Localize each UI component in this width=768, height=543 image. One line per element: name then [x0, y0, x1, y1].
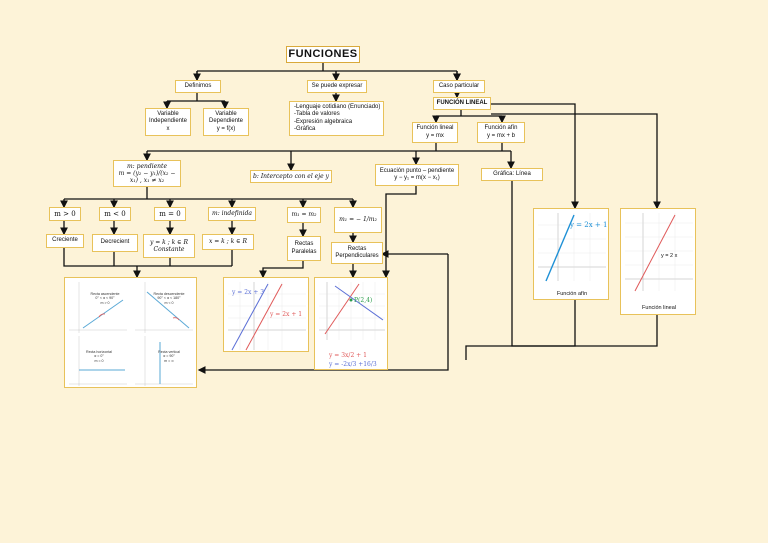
node-m-positiva: m > 0 [49, 207, 81, 221]
node-se-puede-expresar: Se puede expresar [307, 80, 367, 93]
node-creciente: Creciente [46, 234, 84, 248]
node-vertical: x = k ; k ∈ R [202, 234, 254, 250]
node-expresar-list: -Lenguaje cotidiano (Enunciado) -Tabla d… [289, 101, 384, 136]
label-asc: Recta ascendente 0° < α < 90° m > 0 [90, 292, 120, 305]
line-parallel-2 [245, 283, 283, 351]
node-variable-dependiente: Variable Dependiente y = f(x) [203, 108, 249, 136]
node-constante: y = k ; k ∈ R Constante [143, 234, 195, 258]
label-vert: Recta vertical α = 90° m = ∞ [158, 350, 180, 363]
node-grafica-linea: Gráfica: Línea [481, 168, 543, 181]
caption-lineal: Función lineal [642, 305, 676, 311]
node-m-indefinida: m: indefinida [208, 207, 256, 221]
eq-lineal: y = 2 x [661, 253, 678, 259]
node-m-cero: m = 0 [154, 207, 186, 221]
title-funciones: FUNCIONES [286, 46, 360, 63]
node-intercepto: b: Intercepto con el eje y [250, 170, 332, 183]
line-parallel-1 [231, 283, 269, 351]
node-funcion-afin: Función afín y = mx + b [477, 122, 525, 143]
node-punto-pendiente: Ecuación punto – pendiente y − y₁ = m(x … [375, 164, 459, 186]
node-m-negativa: m < 0 [99, 207, 131, 221]
node-m-perpendiculares: m₁ = − 1/m₂ [334, 207, 382, 233]
line-descendente [146, 291, 190, 329]
node-decreciente: Decrecient [92, 234, 138, 252]
node-funcion-lineal: Función lineal y = mx [412, 122, 458, 143]
node-pendiente: m: pendiente m = (y₂ − y₁)/(x₂ − x₁) , x… [113, 160, 181, 187]
panel-slope-cases: Recta ascendente 0° < α < 90° m > 0 Rect… [64, 277, 197, 388]
panel-parallel-lines: y = 2x + 3 y = 2x + 1 [223, 277, 309, 352]
eq-parallel-2: y = 2x + 1 [269, 311, 302, 318]
node-funcion-lineal-title: FUNCIÓN LINEAL [433, 97, 491, 110]
line-afin [545, 214, 575, 282]
node-m-paralelas: m₁ = m₂ [287, 207, 321, 223]
eq-afin: y = 2x + 1 [569, 221, 607, 229]
node-variable-independiente: Variable Independiente x [145, 108, 191, 136]
panel-funcion-afin: y = 2x + 1 Función afín [533, 208, 609, 300]
node-rectas-paralelas: Rectas Paralelas [287, 236, 321, 261]
line-perp-red [324, 283, 360, 335]
panel-funcion-lineal: y = 2 x Función lineal [620, 208, 696, 315]
eq-perp-1: y = 3x/2 + 1 [328, 352, 367, 359]
line-lineal [634, 214, 676, 292]
line-perp-blue [334, 285, 384, 321]
node-definimos: Definimos [175, 80, 221, 93]
caption-afin: Función afín [557, 291, 587, 297]
label-point-p: P(2,4) [354, 297, 372, 304]
eq-parallel-1: y = 2x + 3 [231, 289, 264, 296]
node-caso-particular: Caso particular [433, 80, 485, 93]
node-rectas-perpendiculares: Rectas Perpendiculares [331, 242, 383, 264]
point-p [349, 298, 353, 302]
label-desc: Recta descendente 90° < α < 180° m < 0 [153, 292, 185, 305]
panel-perpendicular-lines: P(2,4) y = 3x/2 + 1 y = -2x/3 +16/3 [314, 277, 388, 370]
eq-perp-2: y = -2x/3 +16/3 [328, 361, 377, 368]
label-horiz: Recta horizontal α = 0° m = 0 [86, 350, 112, 363]
